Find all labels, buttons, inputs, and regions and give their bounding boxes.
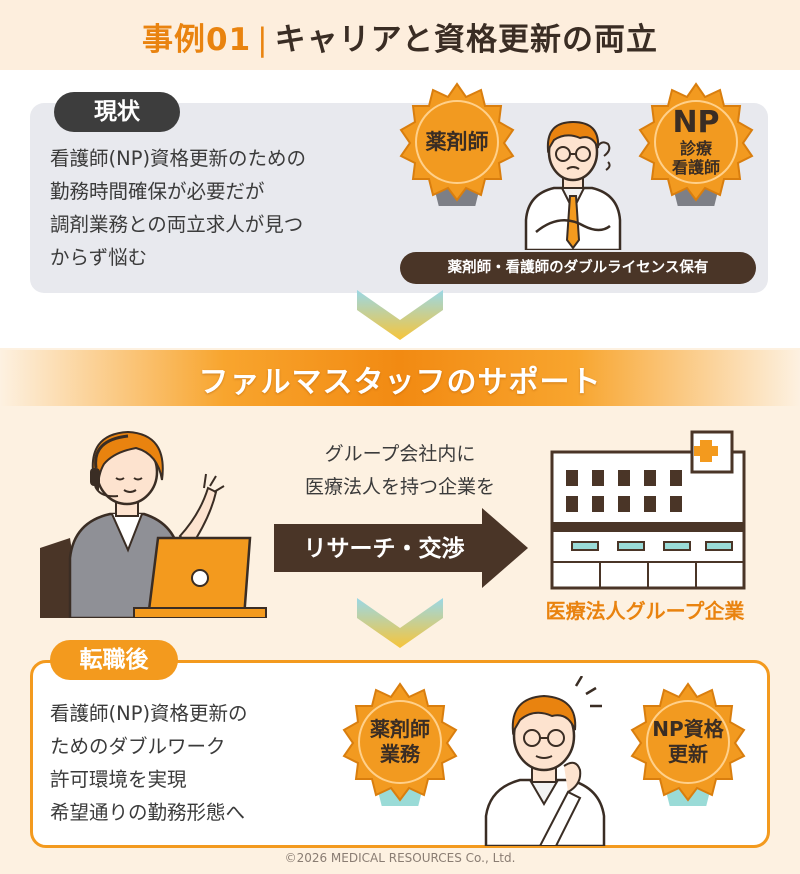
- title-main: キャリアと資格更新の両立: [274, 22, 658, 58]
- np-nurse-badge: NP 診療 看護師: [636, 82, 756, 222]
- chevron-down-icon: [357, 290, 443, 340]
- badge-label: 薬剤師 業務: [340, 682, 460, 802]
- after-line: ためのダブルワーク: [50, 735, 226, 758]
- badge-label-line: 薬剤師: [370, 717, 430, 741]
- badge-label-line: 更新: [668, 742, 708, 766]
- company-label: 医療法人グループ企業: [545, 599, 745, 623]
- badge-label-big: NP: [672, 105, 720, 140]
- rosette-icon: [342, 682, 458, 802]
- after-line: 希望通りの勤務形態へ: [50, 801, 246, 824]
- happy-pharmacist-illustration: [484, 676, 606, 846]
- badge-label-line: 業務: [380, 742, 420, 766]
- after-line: 許可環境を実現: [50, 768, 187, 791]
- title-number: 01: [206, 22, 252, 58]
- support-title: ファルマスタッフのサポート: [198, 365, 602, 400]
- page-title: 事例01|キャリアと資格更新の両立: [0, 14, 800, 59]
- title-prefix: 事例: [142, 22, 206, 58]
- title-separator: |: [257, 22, 269, 58]
- rosette-icon: [630, 682, 746, 802]
- current-description: 看護師(NP)資格更新のための 勤務時間確保が必要だが 調剤業務との両立求人が見…: [50, 142, 410, 274]
- chevron-down-icon: [357, 598, 443, 648]
- current-line: からず悩む: [50, 246, 148, 269]
- np-renewal-badge: NP資格 更新: [628, 682, 748, 822]
- current-line: 看護師(NP)資格更新のための: [50, 147, 307, 170]
- rosette-icon: [399, 82, 515, 202]
- research-line: グループ会社内に: [324, 443, 476, 465]
- after-description: 看護師(NP)資格更新の ためのダブルワーク 許可環境を実現 希望通りの勤務形態…: [50, 697, 350, 829]
- rosette-icon: [638, 82, 754, 202]
- badge-label: 薬剤師: [425, 129, 489, 154]
- research-description: グループ会社内に 医療法人を持つ企業を: [280, 438, 520, 504]
- badge-label: NP資格 更新: [628, 682, 748, 802]
- badge-label-line: 看護師: [671, 158, 720, 177]
- after-line: 看護師(NP)資格更新の: [50, 702, 248, 725]
- current-label: 現状: [54, 92, 180, 132]
- badge-label-line: NP資格: [652, 717, 724, 741]
- worried-pharmacist-illustration: [524, 120, 622, 250]
- hospital-building-icon: [550, 430, 746, 590]
- badge-label: NP 診療 看護師: [636, 82, 756, 202]
- right-arrow-icon: [274, 508, 528, 588]
- double-license-bar: 薬剤師・看護師のダブルライセンス保有: [400, 252, 756, 284]
- title-bar: [0, 0, 800, 70]
- current-line: 勤務時間確保が必要だが: [50, 180, 265, 203]
- support-header-band: [0, 350, 800, 406]
- research-line: 医療法人を持つ企業を: [304, 476, 495, 498]
- support-operator-illustration: [40, 430, 267, 618]
- after-label: 転職後: [50, 640, 178, 680]
- pharmacist-work-badge: 薬剤師 業務: [340, 682, 460, 822]
- research-negotiation-label: リサーチ・交渉: [303, 536, 465, 562]
- current-line: 調剤業務との両立求人が見つ: [50, 213, 304, 236]
- pharmacist-badge: 薬剤師: [397, 82, 517, 222]
- badge-label-line: 診療: [679, 139, 712, 158]
- copyright-text: ©2026 MEDICAL RESOURCES Co., Ltd.: [284, 851, 516, 865]
